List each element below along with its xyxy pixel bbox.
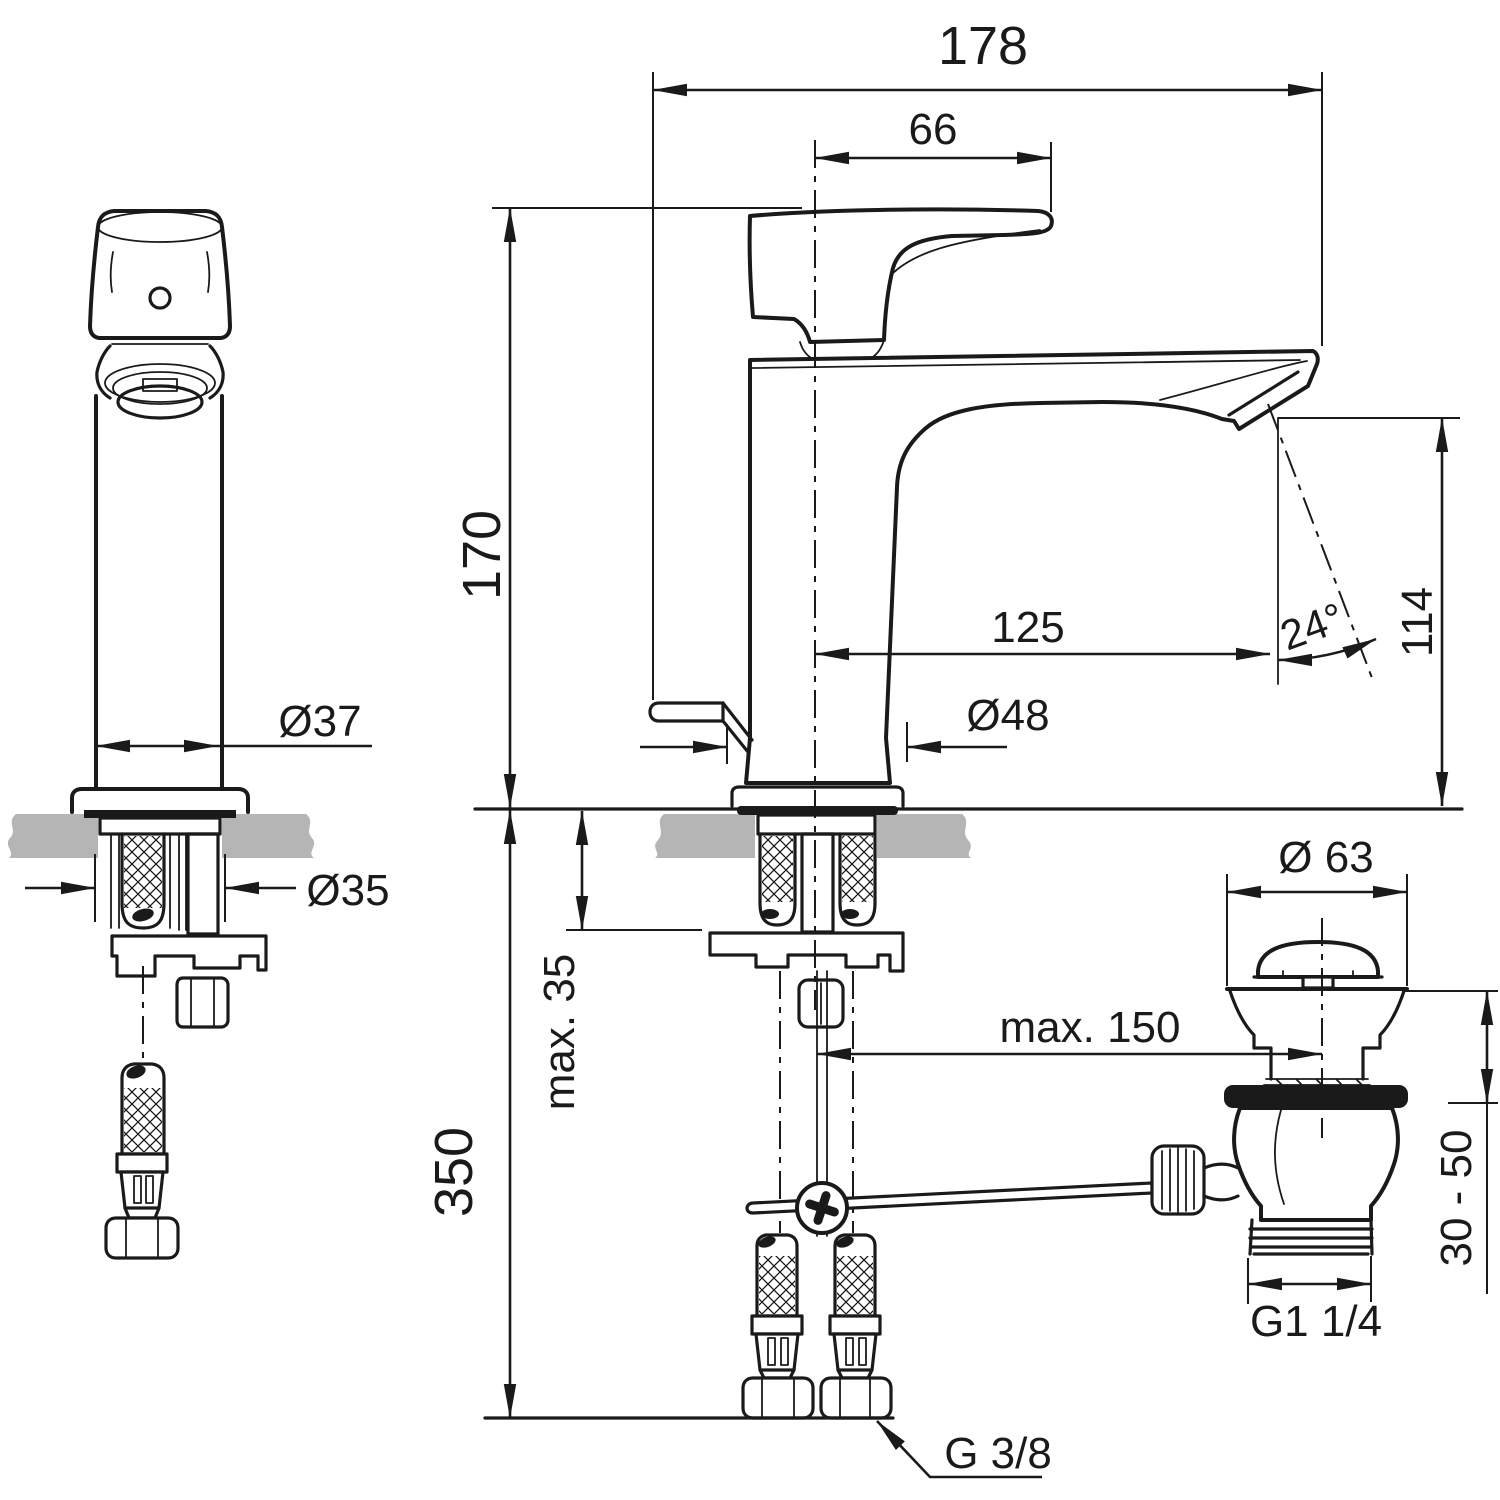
aerator-mesh bbox=[116, 384, 204, 420]
side-view bbox=[473, 207, 1464, 1420]
pop-up-waste bbox=[1150, 940, 1409, 1256]
dimension-mounting-hole: Ø35 bbox=[25, 854, 390, 922]
waste-seal-ring bbox=[1224, 1085, 1408, 1108]
pop-up-rod-knob bbox=[648, 701, 725, 723]
lever-handle bbox=[747, 207, 1054, 344]
hose-nut bbox=[104, 1216, 180, 1260]
dimension-waste-deck-range: 30 - 50 bbox=[1402, 990, 1498, 1294]
dimension-supply-thread: G 3/8 bbox=[876, 1420, 1052, 1479]
dimension-overall-depth: 178 bbox=[652, 16, 1323, 700]
dim-label-114: 114 bbox=[1393, 587, 1442, 657]
dimension-base-diameter: Ø48 bbox=[640, 691, 1050, 764]
clamp-plate bbox=[110, 934, 268, 978]
countertop-sections bbox=[7, 814, 971, 858]
fixing-nut bbox=[175, 976, 230, 1029]
dim-label-d37: Ø37 bbox=[278, 697, 361, 746]
dim-label-max35: max. 35 bbox=[535, 954, 584, 1111]
supply-hose-nut-left bbox=[741, 1376, 815, 1420]
supply-hose-nut-right bbox=[819, 1376, 893, 1420]
dim-label-125: 125 bbox=[991, 603, 1064, 652]
dim-label-30-50: 30 - 50 bbox=[1432, 1130, 1481, 1267]
handle-cap bbox=[88, 209, 232, 340]
waste-body bbox=[1232, 1106, 1400, 1222]
dimension-height: 170 bbox=[452, 207, 802, 809]
front-view bbox=[70, 209, 268, 1260]
dimension-waste-thread: G1 1/4 bbox=[1247, 1256, 1382, 1346]
centerlines bbox=[814, 140, 1373, 1138]
dimension-waste-cap: Ø 63 bbox=[1226, 833, 1408, 986]
dim-label-170: 170 bbox=[452, 510, 512, 600]
dimension-body-diameter: Ø37 bbox=[95, 697, 372, 753]
dim-label-66: 66 bbox=[909, 105, 958, 154]
dim-label-d63: Ø 63 bbox=[1278, 833, 1373, 882]
dimension-spout-height: 114 bbox=[1278, 417, 1460, 807]
spout-outlet bbox=[1227, 370, 1300, 417]
waste-thread-section bbox=[1248, 1218, 1374, 1256]
dimension-hose-drop: 350 bbox=[424, 809, 517, 1419]
dim-label-350: 350 bbox=[424, 1127, 484, 1217]
dim-label-max150: max. 150 bbox=[1000, 1003, 1181, 1052]
faucet-body-column bbox=[94, 394, 224, 790]
dim-label-g38: G 3/8 bbox=[944, 1429, 1052, 1478]
waste-cap bbox=[1256, 940, 1380, 979]
dim-label-d35: Ø35 bbox=[306, 866, 389, 915]
dim-label-g114: G1 1/4 bbox=[1250, 1297, 1382, 1346]
dimension-rod-max: max. 150 bbox=[816, 1003, 1323, 1061]
dim-label-178: 178 bbox=[938, 16, 1028, 76]
handle-dot-icon bbox=[148, 286, 172, 310]
dim-label-24deg: 24° bbox=[1274, 593, 1350, 659]
threaded-stud bbox=[186, 832, 220, 936]
dimension-handle-length: 66 bbox=[814, 105, 1052, 212]
dim-label-d48: Ø48 bbox=[966, 691, 1049, 740]
dimension-deck-max: max. 35 bbox=[535, 810, 702, 1111]
dimension-spout-reach: 125 bbox=[814, 603, 1271, 661]
faucet-body bbox=[744, 349, 1320, 785]
